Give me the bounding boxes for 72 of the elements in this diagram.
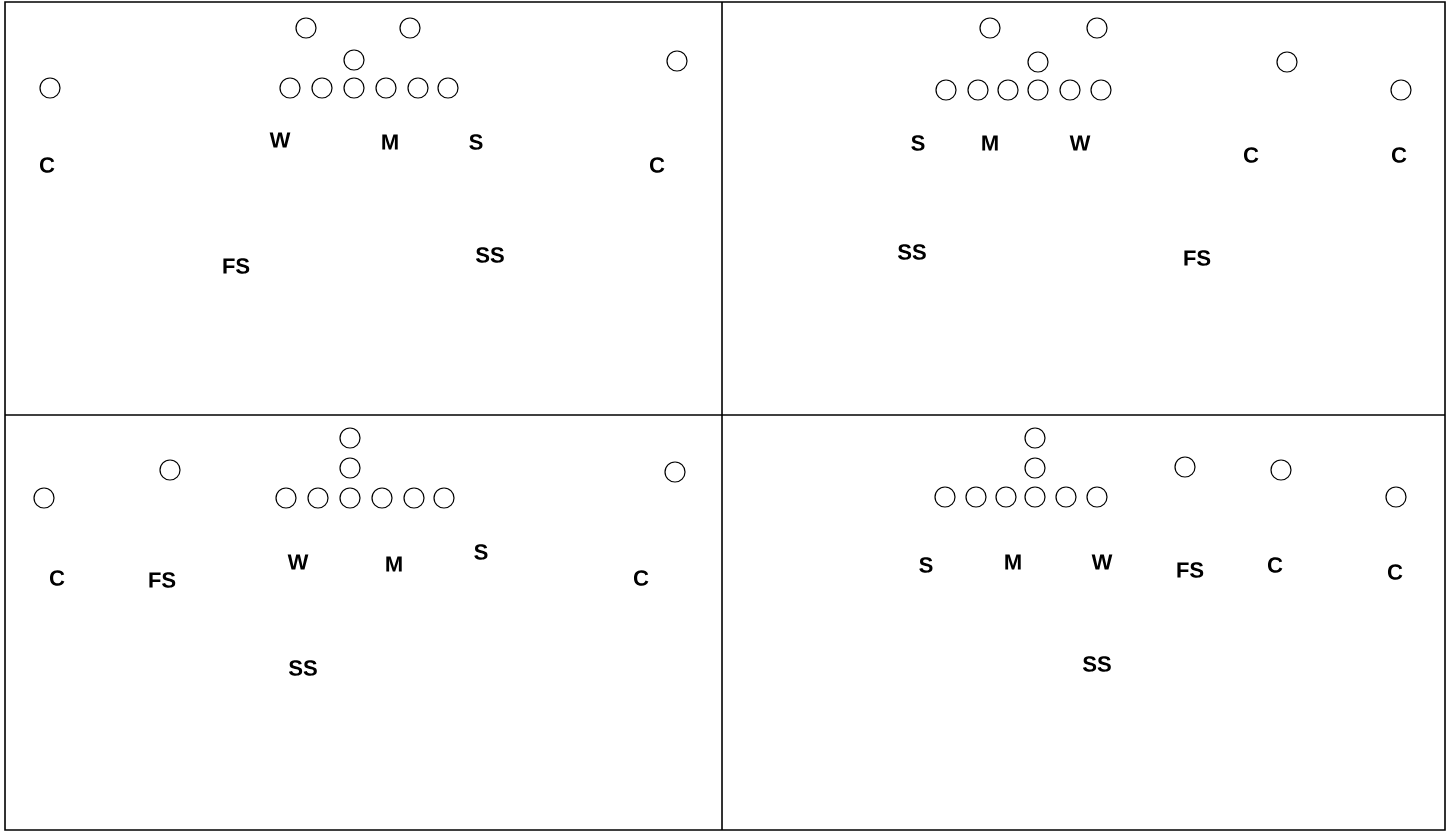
player-circle [1055, 486, 1077, 508]
player-circle [1027, 51, 1049, 73]
position-label: M [982, 135, 998, 151]
player-circle [403, 487, 425, 509]
player-circle [437, 77, 459, 99]
position-label: SS [475, 247, 504, 263]
player-circle [1024, 457, 1046, 479]
position-label: C [1387, 564, 1403, 580]
player-circle [997, 79, 1019, 101]
player-circle [399, 17, 421, 39]
player-circle [1270, 459, 1292, 481]
player-circle [1086, 486, 1108, 508]
player-circle [275, 487, 297, 509]
position-label: C [50, 570, 65, 586]
position-label: SS [288, 660, 317, 676]
position-label: C [649, 157, 665, 173]
position-label: FS [223, 258, 250, 274]
player-circle [1059, 79, 1081, 101]
player-circle [1174, 456, 1196, 478]
player-circle [664, 461, 686, 483]
position-label: W [1091, 554, 1113, 570]
player-circle [33, 487, 55, 509]
position-label: FS [149, 572, 176, 588]
position-label: C [1391, 147, 1407, 163]
player-circle [343, 49, 365, 71]
player-circle [934, 486, 956, 508]
player-circle [1027, 79, 1049, 101]
player-circle [965, 486, 987, 508]
player-circle [407, 77, 429, 99]
player-circle [979, 17, 1001, 39]
player-circle [39, 77, 61, 99]
player-circle [935, 79, 957, 101]
player-circle [339, 427, 361, 449]
player-circle [1276, 51, 1298, 73]
player-circle [159, 459, 181, 481]
position-label: SS [897, 244, 926, 260]
position-label: S [474, 544, 488, 560]
player-circle [279, 77, 301, 99]
position-label: S [911, 135, 925, 151]
player-circle [1090, 79, 1112, 101]
player-circle [1086, 17, 1108, 39]
player-circle [295, 17, 317, 39]
player-circle [995, 486, 1017, 508]
position-label: W [269, 132, 291, 148]
player-circle [967, 79, 989, 101]
player-circle [666, 50, 688, 72]
player-circle [1024, 486, 1046, 508]
position-label: S [919, 557, 933, 573]
player-circle [433, 487, 455, 509]
player-circle [339, 487, 361, 509]
position-label: M [382, 134, 398, 150]
position-label: C [633, 570, 649, 586]
position-label: S [469, 134, 483, 150]
position-label: M [1005, 554, 1021, 570]
player-circle [339, 457, 361, 479]
position-label: W [287, 554, 309, 570]
player-circle [1385, 486, 1407, 508]
position-label: SS [1082, 656, 1111, 672]
player-circle [371, 487, 393, 509]
player-circle [1390, 79, 1412, 101]
player-circle [311, 77, 333, 99]
position-label: W [1069, 135, 1091, 151]
position-label: FS [1177, 562, 1204, 578]
position-label: M [386, 556, 402, 572]
position-label: C [40, 157, 55, 173]
position-label: FS [1184, 250, 1211, 266]
player-circle [1024, 427, 1046, 449]
player-circle [343, 77, 365, 99]
player-circle [375, 77, 397, 99]
position-label: C [1243, 147, 1259, 163]
position-label: C [1267, 557, 1283, 573]
player-circle [307, 487, 329, 509]
